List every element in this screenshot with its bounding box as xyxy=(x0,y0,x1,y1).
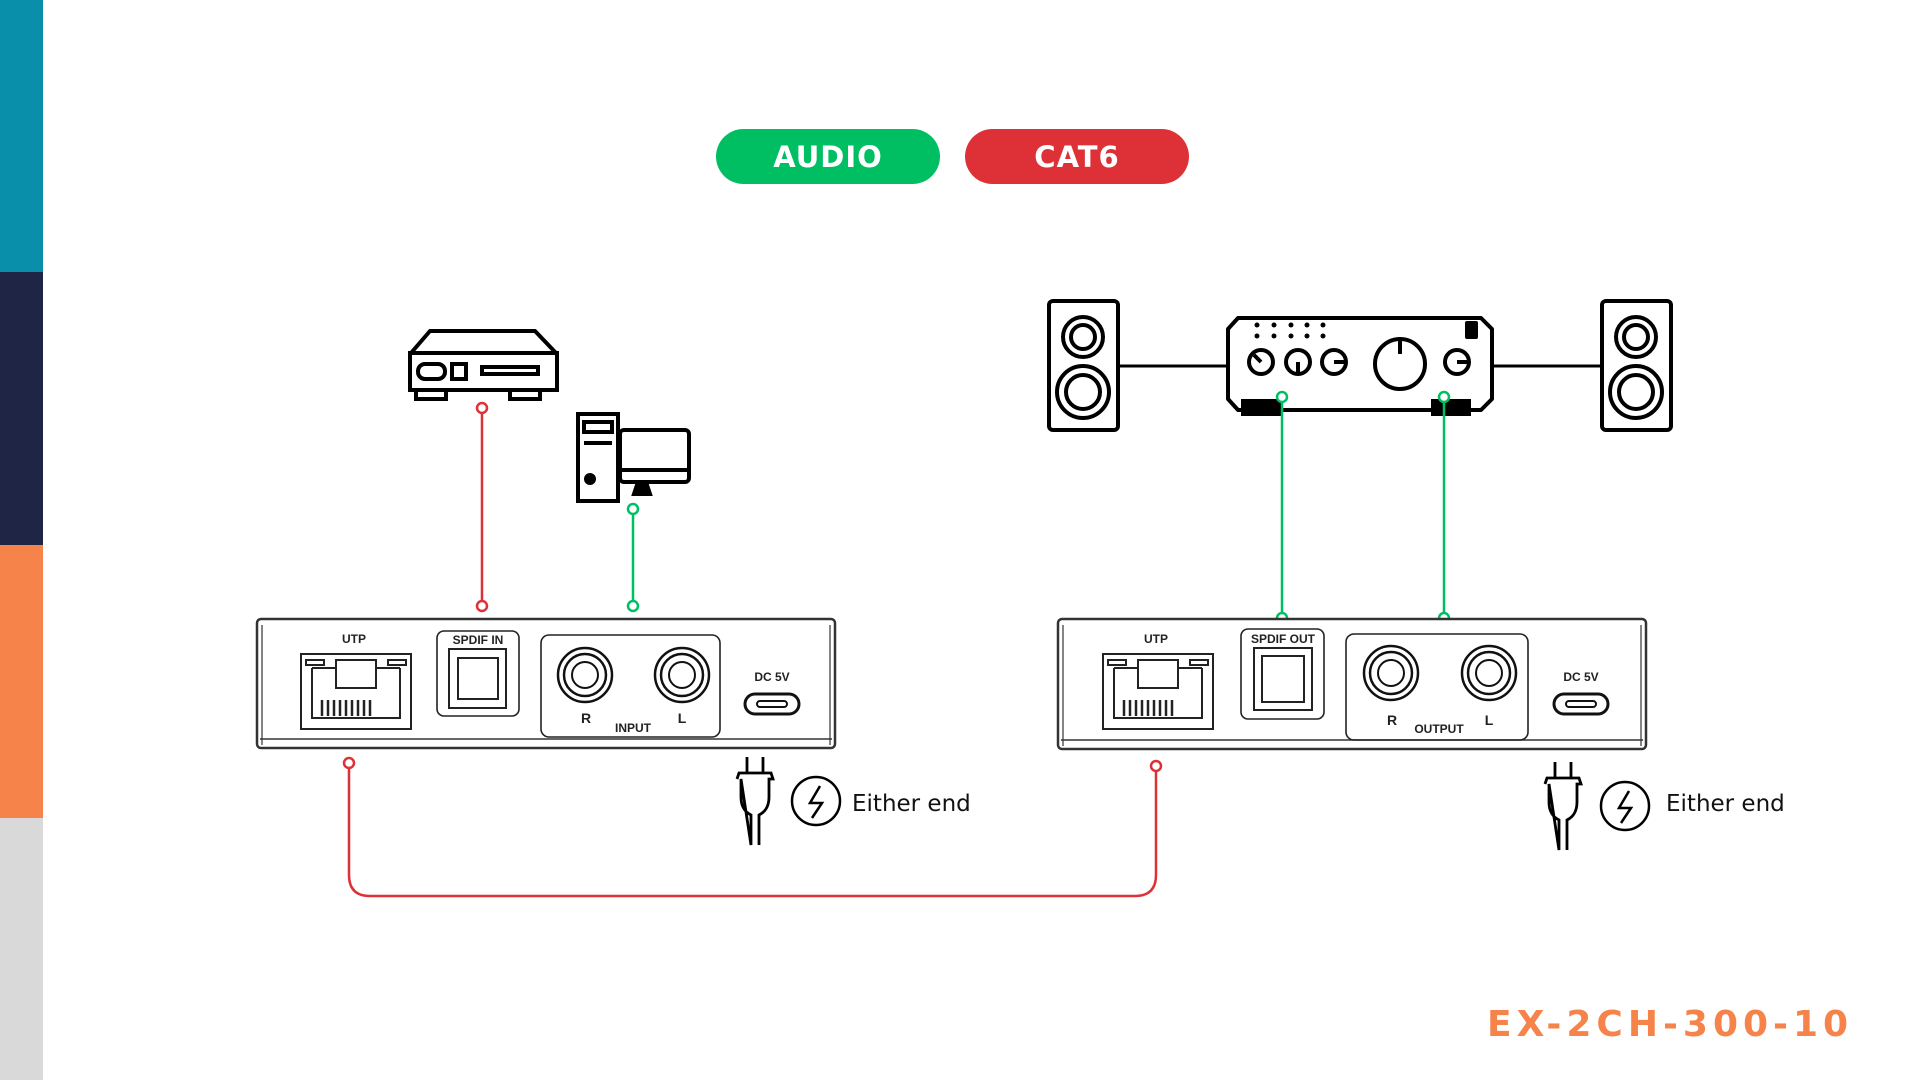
right-speaker-icon xyxy=(1600,299,1673,432)
rca-left-jack-icon xyxy=(653,646,711,704)
receiver-device: UTP SPDIF OUT xyxy=(1056,617,1648,751)
optical-port-icon xyxy=(1253,647,1313,711)
micro-usb-port-icon xyxy=(743,692,801,716)
audio-legend-badge: AUDIO xyxy=(716,129,940,184)
spdif-out-port-frame xyxy=(1240,628,1325,720)
power-plug-icon xyxy=(1543,762,1583,851)
spdif-in-label: SPDIF IN xyxy=(453,633,504,647)
rj45-port-icon xyxy=(1102,653,1214,730)
spdif-cable-source xyxy=(475,401,489,613)
optical-port-icon xyxy=(448,648,507,709)
output-r-label: R xyxy=(1387,712,1397,728)
analog-audio-cable-sink xyxy=(1437,390,1451,625)
sidebar-stripe-orange xyxy=(0,545,43,818)
cat6-cable xyxy=(342,756,1163,898)
input-group-label: INPUT xyxy=(615,721,652,735)
model-number: EX-2CH-300-10 xyxy=(1487,1004,1854,1045)
amplifier-icon xyxy=(1226,316,1494,416)
rj45-port-icon xyxy=(300,653,412,730)
set-top-box-icon xyxy=(408,329,559,401)
transmitter-device: UTP SPDIF IN xyxy=(255,617,837,750)
rca-right-jack-icon xyxy=(556,646,614,704)
transmitter-utp-label: UTP xyxy=(342,632,366,646)
sidebar-stripe-gray xyxy=(0,818,43,1080)
rca-output-group xyxy=(1345,633,1529,741)
spdif-out-label: SPDIF OUT xyxy=(1251,632,1316,646)
input-r-label: R xyxy=(581,710,591,726)
rca-right-jack-icon xyxy=(1362,644,1420,702)
sidebar-stripe-teal xyxy=(0,0,43,272)
sidebar-stripe-navy xyxy=(0,272,43,545)
output-group-label: OUTPUT xyxy=(1414,722,1464,736)
transmitter-dc-label: DC 5V xyxy=(754,670,789,684)
left-speaker-icon xyxy=(1047,299,1120,432)
transmitter-power-note: Either end xyxy=(852,791,971,817)
output-l-label: L xyxy=(1485,712,1494,728)
cat6-legend-badge: CAT6 xyxy=(965,129,1189,184)
lightning-circle-icon xyxy=(790,775,842,827)
spdif-in-port-frame xyxy=(436,630,520,717)
lightning-circle-icon xyxy=(1599,780,1651,832)
power-plug-icon xyxy=(735,757,775,846)
desktop-computer-icon xyxy=(576,412,691,503)
rca-input-group xyxy=(540,634,721,738)
analog-audio-cable-source xyxy=(626,502,640,613)
receiver-utp-label: UTP xyxy=(1144,632,1168,646)
rca-left-jack-icon xyxy=(1460,644,1518,702)
receiver-power-note: Either end xyxy=(1666,791,1785,817)
micro-usb-port-icon xyxy=(1552,692,1610,716)
receiver-dc-label: DC 5V xyxy=(1563,670,1598,684)
spdif-cable-sink xyxy=(1275,390,1289,625)
input-l-label: L xyxy=(678,710,687,726)
